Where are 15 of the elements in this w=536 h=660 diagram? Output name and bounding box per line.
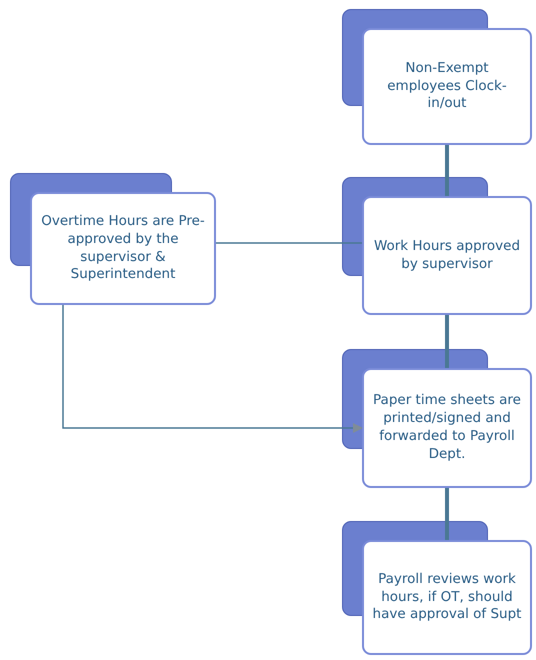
- box-text: Work Hours approved by supervisor: [372, 238, 522, 274]
- box-text: Overtime Hours are Pre-approved by the supervisor & Superintendent: [40, 212, 206, 284]
- process-box: [30, 192, 216, 305]
- box-text: Paper time sheets are printed/signed and forwarded to Payroll Dept.: [372, 392, 522, 464]
- connector-line: [445, 315, 449, 368]
- process-box: [362, 28, 532, 145]
- process-box: [362, 196, 532, 315]
- box-text: Non-Exempt employees Clock-in/out: [386, 60, 508, 114]
- connector-line: [445, 488, 449, 540]
- box-text: Payroll reviews work hours, if OT, should have approval of Supt: [372, 570, 522, 624]
- connector-line: [445, 145, 449, 196]
- connector-line: [216, 242, 362, 244]
- process-box: [362, 368, 532, 488]
- process-box: [362, 540, 532, 655]
- arrow: [62, 305, 363, 433]
